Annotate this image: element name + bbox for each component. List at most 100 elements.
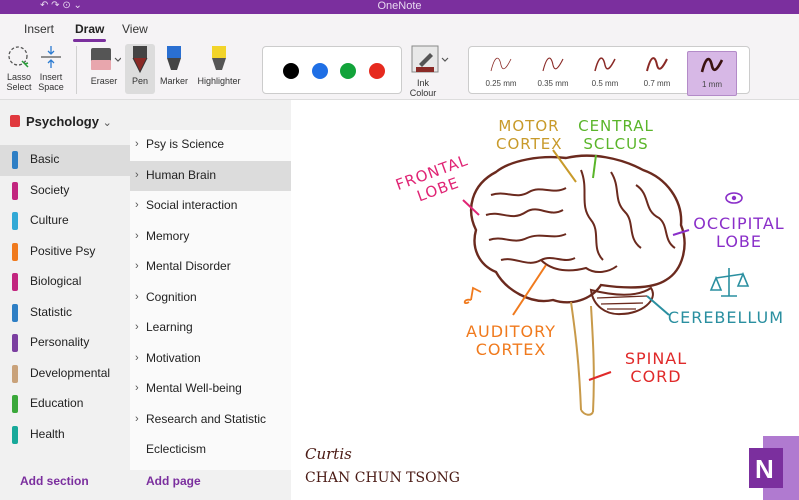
stroke-035-icon <box>542 57 564 72</box>
add-page-button[interactable]: Add page <box>146 474 201 488</box>
stroke-025-icon <box>490 57 512 72</box>
section-item[interactable]: Society <box>0 176 130 207</box>
page-label: Psy is Science <box>146 137 225 151</box>
add-section-button[interactable]: Add section <box>20 474 89 488</box>
label-spinal-cord: SPINAL CORD <box>624 349 688 386</box>
page-item[interactable]: ›Human Brain <box>130 160 291 191</box>
label-central-sulcus: CENTRAL SCLCUS <box>578 117 654 153</box>
tab-insert[interactable]: Insert <box>24 22 55 36</box>
page-label: Memory <box>146 228 190 243</box>
stroke-05[interactable]: 0.5 mm <box>583 53 627 88</box>
page-item[interactable]: › Memory <box>130 222 291 253</box>
marker-icon <box>167 46 181 70</box>
stroke-07[interactable]: 0.7 mm <box>635 53 679 88</box>
pen-icon <box>132 46 148 74</box>
color-swatch-blue[interactable] <box>312 63 328 79</box>
section-label: Developmental <box>30 365 111 380</box>
chevron-right-icon[interactable]: › <box>135 229 139 242</box>
stroke-1-label: 1 mm <box>702 80 722 89</box>
highlighter-button[interactable]: Highlighter <box>192 44 246 86</box>
pen-label: Pen <box>131 76 148 86</box>
stroke-025[interactable]: 0.25 mm <box>479 53 523 88</box>
chevron-right-icon[interactable]: › <box>135 260 139 272</box>
tab-view[interactable]: View <box>122 22 148 36</box>
chevron-right-icon[interactable]: › <box>135 412 139 425</box>
page-label: Learning <box>146 320 193 334</box>
color-swatch-red[interactable] <box>369 63 385 79</box>
section-list: Basic Society Culture Positive Psy Biolo… <box>0 145 130 450</box>
page-label: Research and Statistic <box>146 411 267 426</box>
label-cerebellum: CEREBELLUM <box>667 308 785 327</box>
ink-colour-button[interactable]: Ink Colour <box>408 44 452 98</box>
page-item[interactable]: › Research and Statistic <box>130 405 291 436</box>
window-title: OneNote <box>377 0 422 12</box>
section-item[interactable]: Basic <box>0 145 130 176</box>
section-item[interactable]: Culture <box>0 206 130 237</box>
chevron-right-icon[interactable]: › <box>135 199 139 211</box>
section-item[interactable]: Education <box>0 389 130 420</box>
section-label: Society <box>30 182 70 197</box>
section-color-tab <box>12 181 18 200</box>
stroke-025-label: 0.25 mm <box>485 79 517 88</box>
page-item[interactable]: › Cognition <box>130 283 291 314</box>
stroke-05-icon <box>594 57 616 72</box>
eraser-button[interactable]: Eraser <box>84 44 124 86</box>
label-auditory-cortex: AUDITORY CORTEX <box>466 322 556 359</box>
section-item[interactable]: Biological <box>0 267 130 298</box>
section-item[interactable]: Health <box>0 420 130 451</box>
section-item[interactable]: Positive Psy <box>0 237 130 268</box>
lasso-select-button[interactable]: Lasso Select <box>4 44 34 92</box>
section-item[interactable]: Developmental <box>0 359 130 390</box>
pen-button[interactable]: Pen <box>125 44 155 86</box>
stroke-035[interactable]: 0.35 mm <box>531 53 575 88</box>
stroke-05-label: 0.5 mm <box>591 79 619 88</box>
label-motor-cortex: MOTOR CORTEX <box>496 117 563 153</box>
marker-button[interactable]: Marker <box>157 44 191 86</box>
notebook-selector[interactable]: Psychology ⌄ <box>10 114 112 129</box>
signature-fullname: CHAN CHUN TSONG <box>305 470 460 486</box>
brain-drawing <box>462 149 750 416</box>
chevron-right-icon[interactable]: › <box>135 290 139 303</box>
chevron-right-icon[interactable]: › <box>135 168 139 181</box>
section-label: Biological <box>30 274 82 288</box>
quick-access-icons[interactable]: ↶ ↷ ⊙ ⌄ <box>40 0 82 11</box>
active-tab-indicator <box>73 39 107 42</box>
ink-colour-icon <box>411 45 449 73</box>
stroke-07-label: 0.7 mm <box>643 79 671 88</box>
chevron-right-icon[interactable]: › <box>135 138 139 150</box>
chevron-right-icon[interactable]: › <box>135 382 139 394</box>
stroke-width-group: 0.25 mm 0.35 mm 0.5 mm 0.7 mm 1 mm <box>468 46 750 96</box>
page-label: Mental Disorder <box>146 259 231 273</box>
section-item[interactable]: Personality <box>0 328 130 359</box>
insert-space-button[interactable]: Insert Space <box>34 44 68 92</box>
page-item[interactable]: › Social interaction <box>130 191 291 222</box>
highlighter-label: Highlighter <box>197 76 241 86</box>
section-color-tab <box>12 334 18 352</box>
page-item[interactable]: ›Motivation <box>130 344 291 375</box>
color-swatch-black[interactable] <box>283 63 299 79</box>
page-item[interactable]: › Mental Disorder <box>130 252 291 283</box>
tab-draw[interactable]: Draw <box>73 22 107 42</box>
section-label: Education <box>30 396 84 410</box>
ribbon-tabs: Insert Draw View <box>0 14 799 42</box>
insert-space-icon <box>41 46 61 68</box>
stroke-035-label: 0.35 mm <box>537 79 569 88</box>
page-label: Eclecticism <box>146 442 207 456</box>
page-item[interactable]: › Learning <box>130 313 291 344</box>
title-bar: ↶ ↷ ⊙ ⌄ OneNote <box>0 0 799 14</box>
page-canvas[interactable]: MOTOR CORTEX CENTRAL SCLCUS FRONTAL LOBE… <box>291 100 799 500</box>
section-label: Statistic <box>30 304 73 319</box>
section-label: Positive Psy <box>30 243 96 258</box>
page-item[interactable]: Eclecticism <box>130 435 291 466</box>
chevron-right-icon[interactable]: › <box>135 351 139 364</box>
eraser-icon <box>91 48 122 70</box>
section-item[interactable]: Statistic <box>0 298 130 329</box>
color-swatch-green[interactable] <box>340 63 356 79</box>
page-label: Cognition <box>146 289 197 304</box>
page-label: Social interaction <box>146 198 238 212</box>
page-item[interactable]: ›Mental Well-being <box>130 374 291 405</box>
stroke-1[interactable]: 1 mm <box>687 51 737 96</box>
chevron-right-icon[interactable]: › <box>135 321 139 333</box>
page-item[interactable]: › Psy is Science <box>130 130 291 161</box>
highlighter-icon <box>212 46 226 70</box>
